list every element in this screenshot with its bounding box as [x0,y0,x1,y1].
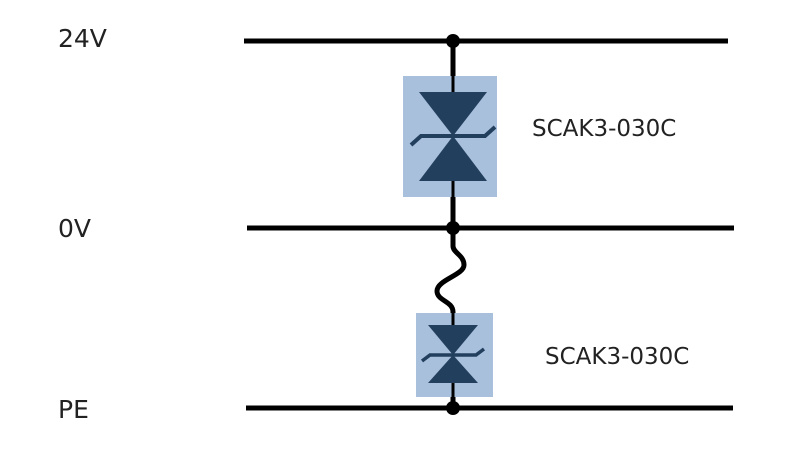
rail-label-0v: 0V [58,214,91,243]
rail-label-24v: 24V [58,24,107,53]
lower-device-label: SCAK3-030C [545,344,689,370]
upper-tvs-diode-icon [409,92,497,181]
upper-device-label: SCAK3-030C [532,116,676,142]
junction-0v [446,221,460,235]
rail-label-pe: PE [58,395,89,424]
wavy-connector [434,225,467,315]
junction-24v [446,34,460,48]
lower-tvs-diode-icon [420,325,486,383]
junction-pe [446,401,460,415]
